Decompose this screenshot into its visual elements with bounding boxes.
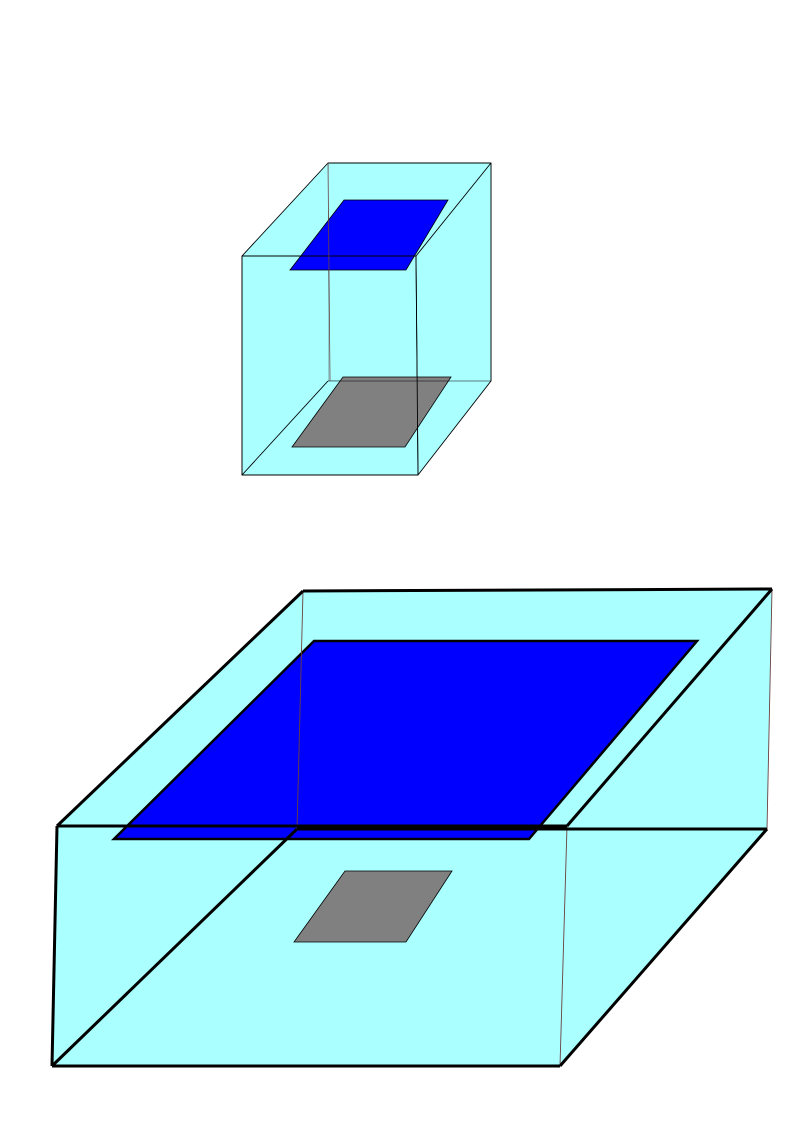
large-box-thick-edges bbox=[50, 587, 774, 1068]
large-box-top-plate bbox=[110, 639, 700, 841]
small-box bbox=[241, 162, 492, 476]
large-box-front-face bbox=[52, 826, 567, 1066]
large-box bbox=[50, 587, 774, 1068]
small-box-bottom-plate bbox=[291, 376, 452, 448]
large-box-thin-edges bbox=[296, 588, 773, 1067]
small-box-edges bbox=[241, 162, 492, 476]
large-box-bottom-plate bbox=[293, 870, 453, 943]
small-box-top-plate bbox=[289, 199, 449, 271]
